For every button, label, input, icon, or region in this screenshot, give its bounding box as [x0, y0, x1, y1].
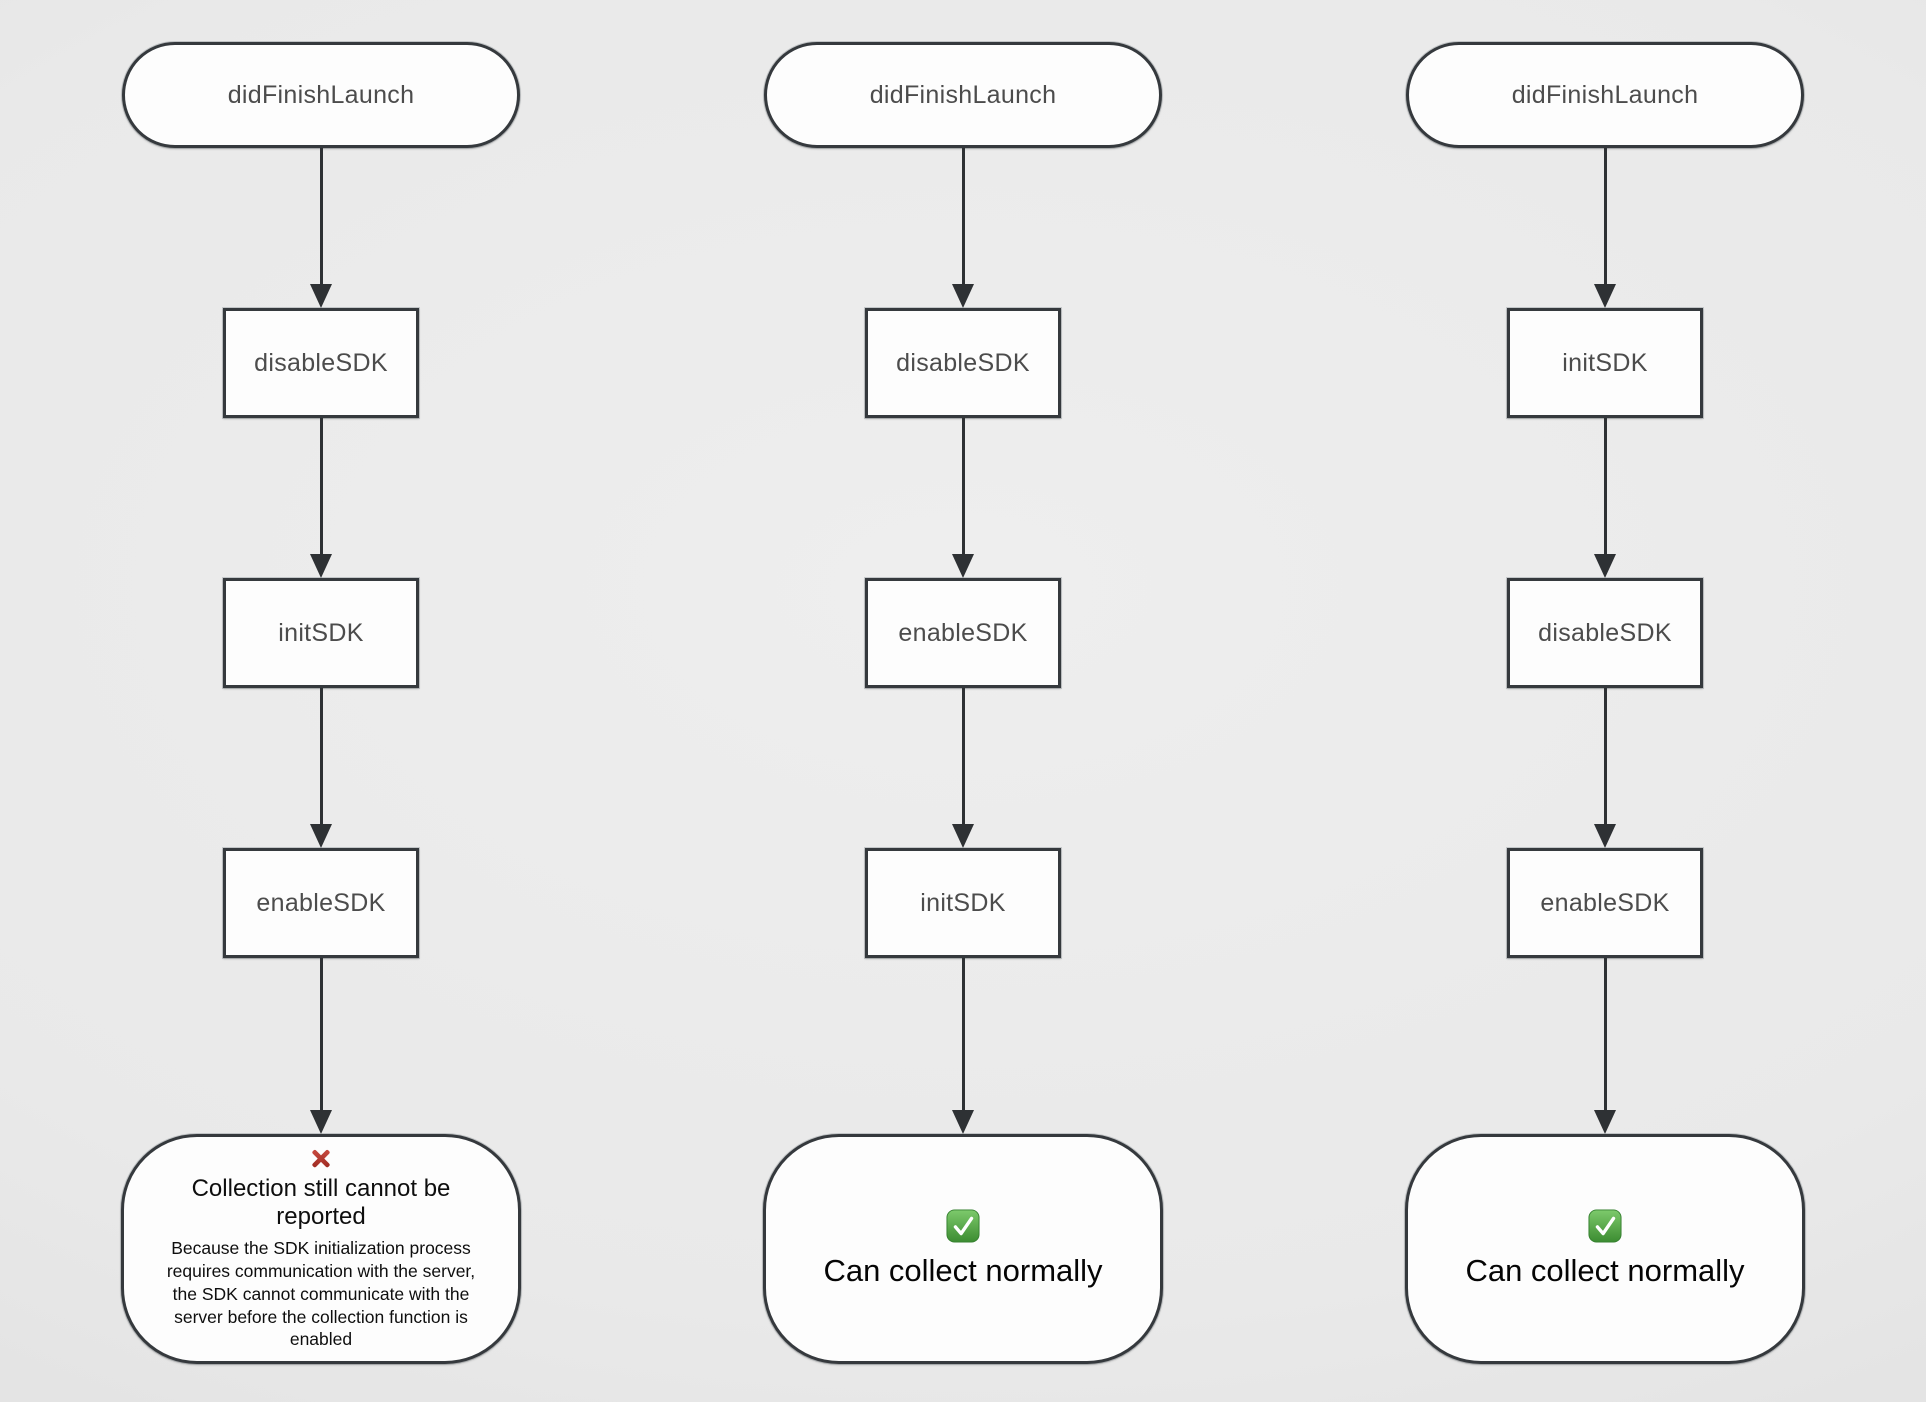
cross-mark-icon — [312, 1150, 330, 1168]
result-title: Can collect normally — [1465, 1253, 1745, 1288]
result-node-success: Can collect normally — [1405, 1134, 1805, 1364]
arrow-down-connector — [952, 148, 974, 308]
result-title: Collection still cannot be reported — [191, 1175, 451, 1231]
arrow-head-icon — [310, 1110, 332, 1134]
result-node-success: Can collect normally — [763, 1134, 1163, 1364]
step-node-label: initSDK — [920, 888, 1006, 917]
step-node: enableSDK — [223, 848, 419, 958]
arrow-head-icon — [1594, 824, 1616, 848]
start-node: didFinishLaunch — [122, 42, 520, 148]
arrow-shaft — [961, 688, 965, 825]
arrow-head-icon — [952, 284, 974, 308]
start-node: didFinishLaunch — [1406, 42, 1804, 148]
arrow-shaft — [961, 958, 965, 1111]
arrow-shaft — [961, 418, 965, 555]
result-description: Because the SDK initialization process r… — [166, 1238, 476, 1350]
arrow-shaft — [319, 688, 323, 825]
step-node-label: initSDK — [1562, 348, 1648, 377]
arrow-down-connector — [310, 688, 332, 848]
arrow-head-icon — [1594, 284, 1616, 308]
step-node-label: disableSDK — [1538, 618, 1672, 647]
start-node: didFinishLaunch — [764, 42, 1162, 148]
arrow-down-connector — [1594, 148, 1616, 308]
arrow-head-icon — [310, 284, 332, 308]
arrow-shaft — [961, 148, 965, 285]
arrow-down-connector — [952, 688, 974, 848]
start-node-label: didFinishLaunch — [1511, 80, 1699, 109]
arrow-down-connector — [1594, 688, 1616, 848]
step-node-label: enableSDK — [898, 618, 1028, 647]
step-node: initSDK — [1507, 308, 1703, 418]
flow-column-3: didFinishLaunch initSDK disableSDK enabl… — [1284, 42, 1926, 1402]
start-node-label: didFinishLaunch — [227, 80, 415, 109]
flow-column-2: didFinishLaunch disableSDK enableSDK ini… — [642, 42, 1284, 1402]
check-mark-icon — [1588, 1209, 1622, 1243]
step-node: disableSDK — [223, 308, 419, 418]
arrow-shaft — [1603, 688, 1607, 825]
step-node: disableSDK — [865, 308, 1061, 418]
arrow-shaft — [319, 958, 323, 1111]
arrow-head-icon — [1594, 554, 1616, 578]
flow-column-1: didFinishLaunch disableSDK initSDK enabl… — [0, 42, 642, 1402]
arrow-head-icon — [952, 824, 974, 848]
arrow-down-connector — [952, 958, 974, 1134]
arrow-shaft — [319, 148, 323, 285]
step-node: disableSDK — [1507, 578, 1703, 688]
arrow-head-icon — [310, 824, 332, 848]
result-title: Can collect normally — [823, 1253, 1103, 1288]
step-node-label: initSDK — [278, 618, 364, 647]
arrow-shaft — [1603, 958, 1607, 1111]
result-node-error: Collection still cannot be reported Beca… — [121, 1134, 521, 1364]
arrow-head-icon — [1594, 1110, 1616, 1134]
arrow-shaft — [1603, 148, 1607, 285]
arrow-down-connector — [310, 148, 332, 308]
step-node-label: enableSDK — [1540, 888, 1670, 917]
step-node-label: disableSDK — [896, 348, 1030, 377]
arrow-down-connector — [952, 418, 974, 578]
step-node: initSDK — [865, 848, 1061, 958]
arrow-head-icon — [952, 1110, 974, 1134]
arrow-down-connector — [1594, 958, 1616, 1134]
step-node: initSDK — [223, 578, 419, 688]
arrow-head-icon — [310, 554, 332, 578]
start-node-label: didFinishLaunch — [869, 80, 1057, 109]
arrow-down-connector — [1594, 418, 1616, 578]
arrow-down-connector — [310, 958, 332, 1134]
step-node-label: enableSDK — [256, 888, 386, 917]
check-mark-icon — [946, 1209, 980, 1243]
step-node: enableSDK — [865, 578, 1061, 688]
arrow-head-icon — [952, 554, 974, 578]
step-node: enableSDK — [1507, 848, 1703, 958]
step-node-label: disableSDK — [254, 348, 388, 377]
arrow-shaft — [1603, 418, 1607, 555]
arrow-down-connector — [310, 418, 332, 578]
arrow-shaft — [319, 418, 323, 555]
